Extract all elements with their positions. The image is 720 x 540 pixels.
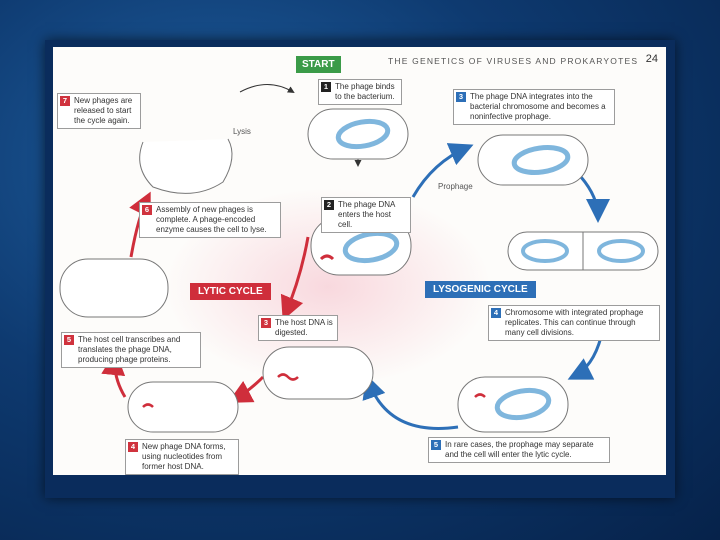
arrow-lytic-5-to-6 [129,191,151,258]
step-lytic-4: 4 New phage DNA forms, using nucleotides… [125,439,239,475]
lytic-cycle-label: LYTIC CYCLE [190,283,271,300]
step-lytic-6: 6 Assembly of new phages is complete. A … [139,202,281,238]
step-text: The host cell transcribes and translates… [78,335,181,364]
arrow-lyso-to-prophage [411,143,474,198]
step-text: New phage DNA forms, using nucleotides f… [142,442,226,471]
step-number: 7 [60,96,70,106]
step-number: 4 [491,308,501,318]
step-number: 2 [324,200,334,210]
step-lytic-2: 2 The phage DNA enters the host cell. [321,197,411,233]
step-lytic-5: 5 The host cell transcribes and translat… [61,332,201,368]
cell-step-1 [307,108,409,160]
lysis-label: Lysis [233,127,251,136]
step-number: 3 [456,92,466,102]
cell-lysis [139,138,233,194]
arrow-release-to-binding [239,84,295,94]
lysogenic-cycle-label: LYSOGENIC CYCLE [425,281,536,298]
arrow-replicate-to-separate [567,336,603,380]
step-number: 1 [321,82,331,92]
step-lyso-5: 5 In rare cases, the prophage may separa… [428,437,610,463]
step-number: 6 [142,205,152,215]
step-text: The phage binds to the bacterium. [335,82,395,101]
start-badge: START [296,56,341,73]
step-lytic-1: 1 The phage binds to the bacterium. [318,79,402,105]
step-text: Assembly of new phages is complete. A ph… [156,205,267,234]
page-number: 24 [645,53,658,65]
page-header-title: THE GENETICS OF VIRUSES AND PROKARYOTES [388,56,639,66]
cell-step-3 [262,346,374,400]
cell-step-5 [59,258,169,318]
step-text: Chromosome with integrated prophage repl… [505,308,644,337]
step-text: In rare cases, the prophage may separate… [445,440,594,459]
textbook-page: START THE GENETICS OF VIRUSES AND PROKAR… [53,47,666,475]
step-lytic-3: 3 The host DNA is digested. [258,315,338,341]
step-lyso-3: 3 The phage DNA integrates into the bact… [453,89,615,125]
step-text: The phage DNA integrates into the bacter… [470,92,606,121]
arrow-separate-to-lytic [362,374,459,430]
step-text: The phage DNA enters the host cell. [338,200,395,229]
arrow-prophage-to-replicate [579,176,610,223]
cell-separation [457,376,569,433]
step-text: New phages are released to start the cyc… [74,96,133,125]
cell-step-4 [127,381,239,433]
step-lyso-4: 4 Chromosome with integrated prophage re… [488,305,660,341]
cell-prophage [477,134,589,186]
step-text: The host DNA is digested. [275,318,333,337]
arrow-lytic-2-to-3 [280,236,310,321]
step-number: 4 [128,442,138,452]
step-number: 3 [261,318,271,328]
cell-dividing [507,231,659,271]
prophage-label: Prophage [438,182,473,191]
step-number: 5 [64,335,74,345]
arrow-lytic-3-to-4 [227,375,265,403]
step-number: 5 [431,440,441,450]
step-lytic-7: 7 New phages are released to start the c… [57,93,141,129]
